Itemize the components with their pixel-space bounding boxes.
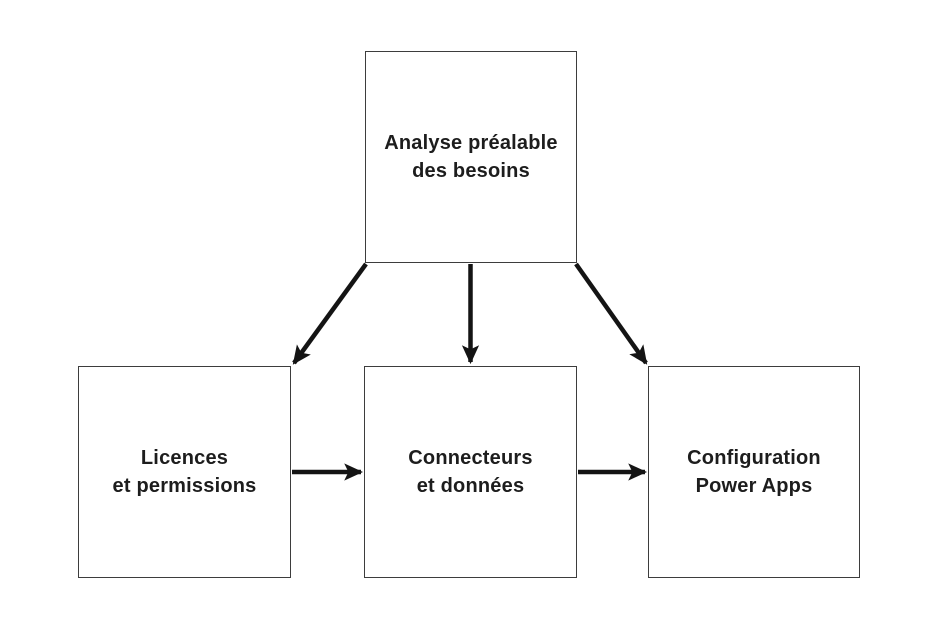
node-configuration-label-line1: Configuration [687,447,821,469]
node-analyse-prealable: Analyse préalable des besoins [365,51,577,263]
node-connecteurs-donnees: Connecteurs et données [364,366,577,578]
node-connecteurs-label-line1: Connecteurs [408,447,533,469]
node-licences-label-line1: Licences [140,447,229,469]
arrow-analyse-to-configuration [574,262,648,365]
arrow-analyse-to-licences [292,262,368,365]
node-configuration-label-line2: Power Apps [695,475,813,497]
node-connecteurs-label-line2: et données [416,475,525,497]
node-configuration-power-apps: Configuration Power Apps [648,366,860,578]
node-analyse-label-line1: Analyse préalable [384,132,558,154]
node-analyse-label-line2: des besoins [412,160,530,182]
node-licences-permissions: Licences et permissions [78,366,291,578]
node-licences-label-line2: et permissions [112,475,257,497]
